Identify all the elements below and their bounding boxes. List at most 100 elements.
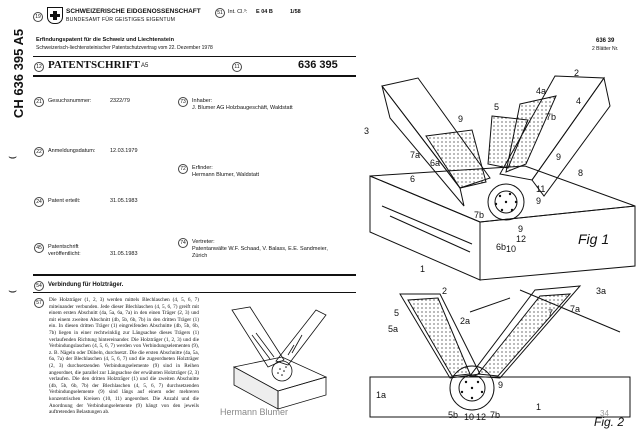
field-value: Patentanwälte W.F. Schaad, V. Balass, E.… — [192, 246, 328, 259]
fig2-label: 7b — [490, 410, 500, 420]
field-value: 2322/79 — [110, 98, 130, 104]
fig2-label: 5a — [388, 324, 398, 334]
swiss-flag-icon — [47, 7, 63, 24]
fig1-label: 12 — [516, 234, 526, 244]
abstract-fig-base-side — [233, 366, 279, 410]
fig2-label: 7 — [548, 308, 553, 318]
field-label: Patent erteilt: — [48, 198, 81, 204]
fig1-label: 6b — [496, 242, 506, 252]
fig2-label: 9 — [498, 380, 503, 390]
fig2-labels: 2 3a 5 5a 2a 7 7a 1a 5b 10 12 7b 1 9 — [376, 286, 606, 422]
fig1-label: 5 — [494, 102, 499, 112]
fig2-label: 1a — [376, 390, 386, 400]
fig1-label: 7b — [474, 210, 484, 220]
fig1-label: 6a — [430, 158, 440, 168]
fig1-beam-1-front — [479, 205, 636, 281]
header-rule-bottom — [33, 75, 356, 77]
int-cl-label: Int. Cl.³: — [228, 9, 248, 15]
punch-hole-2: ⌣ — [8, 284, 18, 299]
office-name: BUNDESAMT FÜR GEISTIGES EIGENTUM — [66, 17, 176, 23]
field-code: 74 — [178, 238, 188, 248]
field-label: Gesuchsnummer: — [48, 98, 92, 104]
watermark: Hermann Blumer — [220, 407, 289, 417]
code-19: 19 — [33, 12, 43, 22]
fig2-label: 5b — [448, 410, 458, 420]
abstract-fig-beam-right — [275, 309, 327, 366]
fig1-plate-6a — [425, 129, 487, 189]
fig2-beam-3 — [469, 285, 582, 379]
section-rule — [33, 274, 356, 276]
fig1-label: 6 — [410, 174, 415, 184]
fig1-label: 9 — [556, 152, 561, 162]
patent-title: Verbindung für Holzträger. — [48, 282, 124, 288]
fig1-label: 8 — [578, 168, 583, 178]
field-value: 31.05.1983 — [110, 251, 138, 257]
field-code: 45 — [34, 243, 44, 253]
field-code: 72 — [178, 164, 188, 174]
fig2-caption: Fig. 2 — [594, 415, 624, 429]
fig1-label: 10 — [506, 244, 516, 254]
fig1-caption: Fig 1 — [578, 231, 609, 247]
fig1-plate-5a — [487, 115, 529, 169]
fig1-label: 2 — [574, 68, 579, 78]
right-patent-number: 636 39 — [596, 38, 615, 44]
fig1-label: 9 — [518, 224, 523, 234]
field-code: 22 — [34, 147, 44, 157]
title-code: 54 — [34, 281, 44, 291]
page-number: 34 — [600, 409, 609, 418]
title-rule — [33, 292, 356, 293]
fig2-circle-10 — [458, 374, 486, 402]
abstract-figure — [231, 306, 328, 410]
fig1-label: 7a — [410, 150, 420, 160]
patent-number: 636 395 — [298, 59, 338, 71]
fig2-circle-11 — [449, 365, 495, 411]
field-label: Patentschrift veröffentlicht: — [48, 244, 81, 257]
header-rule-top — [33, 56, 356, 57]
country-name: SCHWEIZERISCHE EIDGENOSSENSCHAFT — [66, 8, 201, 15]
side-title: CH 636 395 A5 — [2, 29, 26, 118]
fig1-label: 1 — [420, 264, 425, 274]
fig1-labels: 2 4a 5 4 7b 3 9 6a 7a 6 8 9 11 9 12 10 6… — [364, 68, 583, 274]
fig2-label: 12 — [476, 412, 486, 422]
patent-subtitle: Erfindungspatent für die Schweiz und Lie… — [36, 37, 174, 43]
side-title-text: CH 636 395 A5 — [11, 28, 27, 119]
field-label: Vertreter: — [192, 239, 215, 245]
field-label: Inhaber: — [192, 98, 213, 104]
fig2-label: 3a — [596, 286, 606, 296]
patent-kind: PATENTSCHRIFT — [48, 59, 140, 71]
patent-kind-suffix: A5 — [141, 63, 149, 69]
int-cl-value: E 04 B — [256, 9, 273, 15]
field-code: 21 — [34, 97, 44, 107]
sheet-count: 2 Blätter Nr. — [592, 46, 619, 52]
fig2-beam-1 — [369, 376, 631, 418]
fig2-label: 2 — [442, 286, 447, 296]
fig1-label: 4a — [536, 86, 546, 96]
field-value: Hermann Blumer, Waldstatt — [192, 172, 260, 178]
fig1-label: 4 — [576, 96, 581, 106]
abstract-code: 57 — [34, 298, 44, 308]
fig2-label: 10 — [464, 412, 474, 422]
field-value: 31.05.1983 — [110, 198, 138, 204]
abstract-fig-base-front — [277, 376, 327, 410]
field-label: Anmeldungsdatum: — [48, 148, 96, 154]
fig2-label: 1 — [536, 402, 541, 412]
code-11: 11 — [232, 62, 242, 72]
fig1-circle-11 — [487, 183, 525, 221]
patent-treaty: Schweizerisch-liechtensteinischer Patent… — [36, 45, 213, 51]
int-cl-value-2: 1/58 — [290, 9, 301, 15]
fig2-label: 5 — [394, 308, 399, 318]
fig2-plate-5a — [407, 297, 471, 377]
punch-hole-1: ⌣ — [8, 150, 18, 165]
abstract-fig-circle — [271, 360, 293, 382]
fig2-label: 7a — [570, 304, 580, 314]
field-value: J. Blumer AG Holzbaugeschäft, Waldstatt — [192, 105, 293, 111]
field-value: 12.03.1979 — [110, 148, 138, 154]
code-12: 12 — [34, 62, 44, 72]
code-51: 51 — [215, 8, 225, 18]
fig1-label: 3 — [364, 126, 369, 136]
fig1-label: 11 — [536, 184, 545, 194]
figure-2: 2 3a 5 5a 2a 7 7a 1a 5b 10 12 7b 1 9 Fig… — [369, 285, 631, 429]
abstract-text: Die Holzträger (1, 2, 3) werden mittels … — [49, 297, 199, 416]
abstract-fig-beam-left — [231, 306, 285, 368]
field-code: 24 — [34, 197, 44, 207]
